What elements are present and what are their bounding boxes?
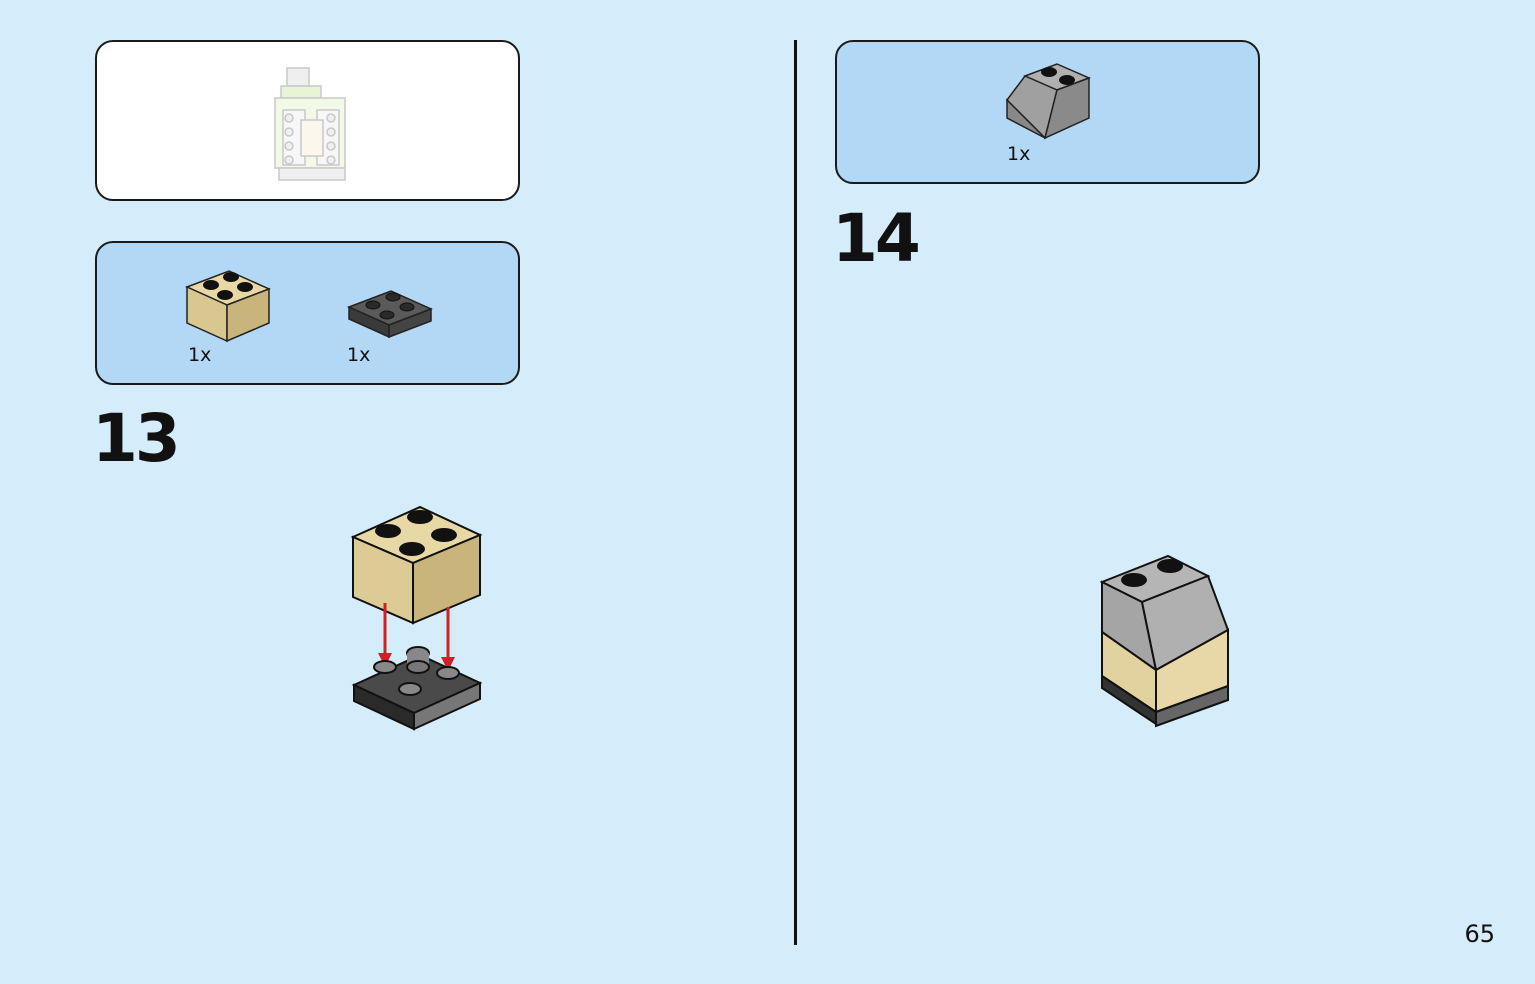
step-13-assembly-illustration [350, 505, 483, 731]
parts-panel-step-13: 1x 1x [95, 241, 520, 385]
partial-model-ghost-icon [274, 67, 346, 181]
parts-panel-step-14: 1x [835, 40, 1260, 184]
part-qty: 1x [188, 344, 212, 366]
page-divider [794, 40, 797, 945]
step-number: 13 [92, 400, 181, 477]
dark-grey-plate-2x2-icon [347, 290, 433, 339]
step-number: 14 [832, 200, 921, 277]
page-number: 65 [1464, 920, 1495, 948]
step-14-assembly-illustration [1099, 554, 1230, 728]
grey-slope-brick-2x2-icon [1006, 63, 1091, 140]
part-qty: 1x [1007, 143, 1031, 165]
part-qty: 1x [347, 344, 371, 366]
context-panel [95, 40, 520, 201]
tan-brick-2x2-icon [185, 270, 271, 343]
